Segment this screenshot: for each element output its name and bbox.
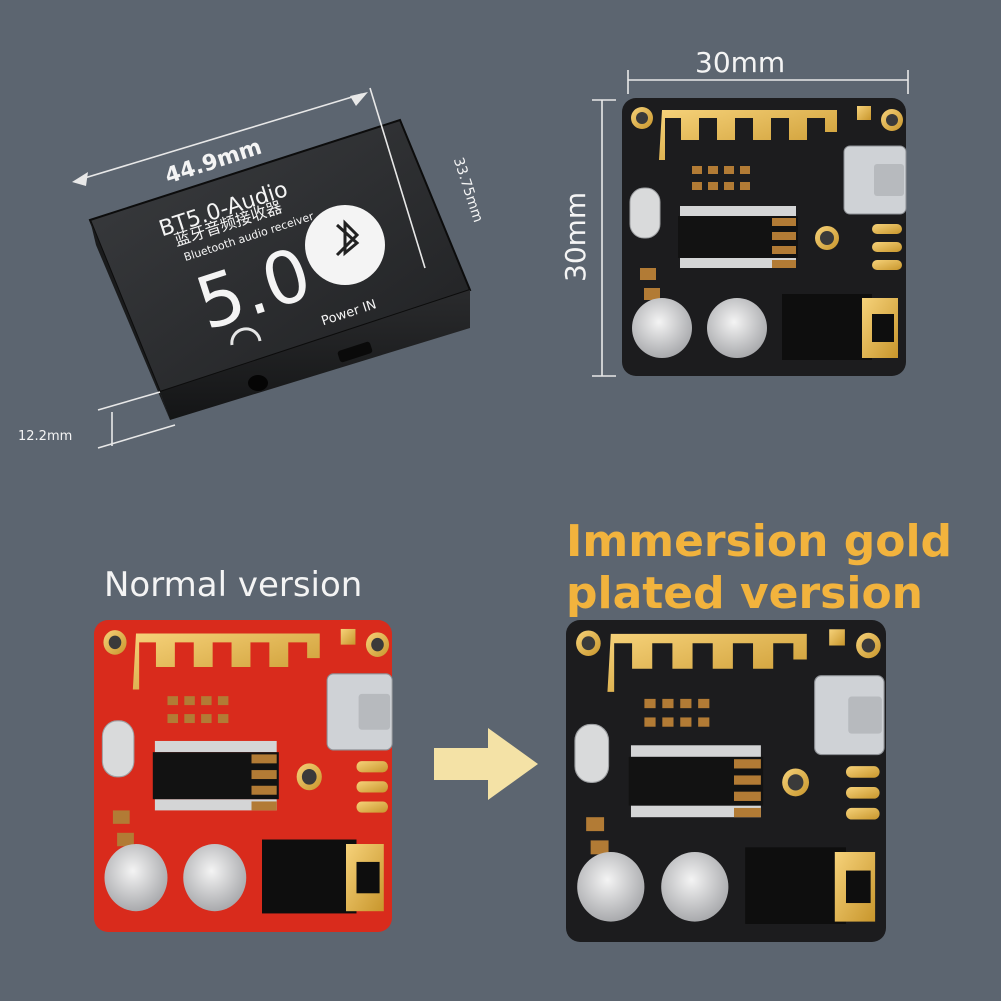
gold-version-label-line1: Immersion gold bbox=[566, 516, 952, 567]
case-dimensions bbox=[72, 87, 426, 449]
gold-board bbox=[566, 620, 886, 942]
enclosure bbox=[88, 118, 472, 420]
top-board-height-label: 30mm bbox=[559, 192, 592, 282]
top-board-width-label: 30mm bbox=[695, 46, 785, 79]
normal-board bbox=[94, 620, 393, 932]
normal-version-label: Normal version bbox=[104, 565, 362, 605]
top-board bbox=[622, 98, 907, 376]
top-board-dimensions bbox=[592, 70, 909, 377]
arrow-right-icon bbox=[434, 728, 538, 800]
gold-version-label-line2: plated version bbox=[566, 568, 923, 619]
headphone-icon bbox=[230, 327, 262, 346]
case-depth-label: 33.75mm bbox=[450, 155, 486, 224]
case-height-label: 12.2mm bbox=[18, 429, 72, 444]
